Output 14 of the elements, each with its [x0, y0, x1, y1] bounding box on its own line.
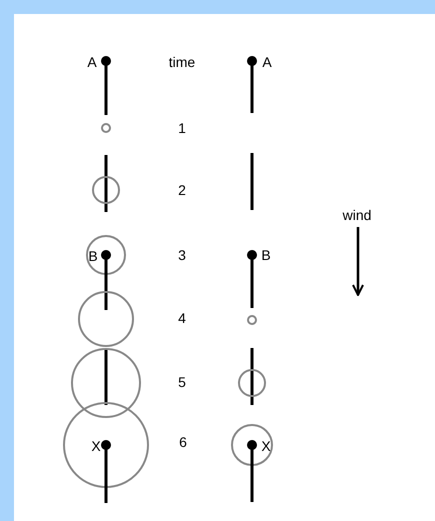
point-label: B [88, 248, 98, 264]
axis-title: time [168, 54, 196, 70]
point-label: A [262, 54, 272, 70]
time-number: 5 [178, 374, 186, 390]
point-label: A [87, 54, 97, 70]
time-number: 6 [179, 434, 187, 450]
wind-label: wind [342, 207, 372, 223]
time-number: 3 [178, 247, 186, 263]
time-number: 4 [178, 310, 186, 326]
point-label: B [261, 247, 271, 263]
point-label: X [261, 438, 271, 454]
time-number: 2 [178, 182, 186, 198]
point-label: X [91, 438, 101, 454]
time-number: 1 [178, 120, 186, 136]
